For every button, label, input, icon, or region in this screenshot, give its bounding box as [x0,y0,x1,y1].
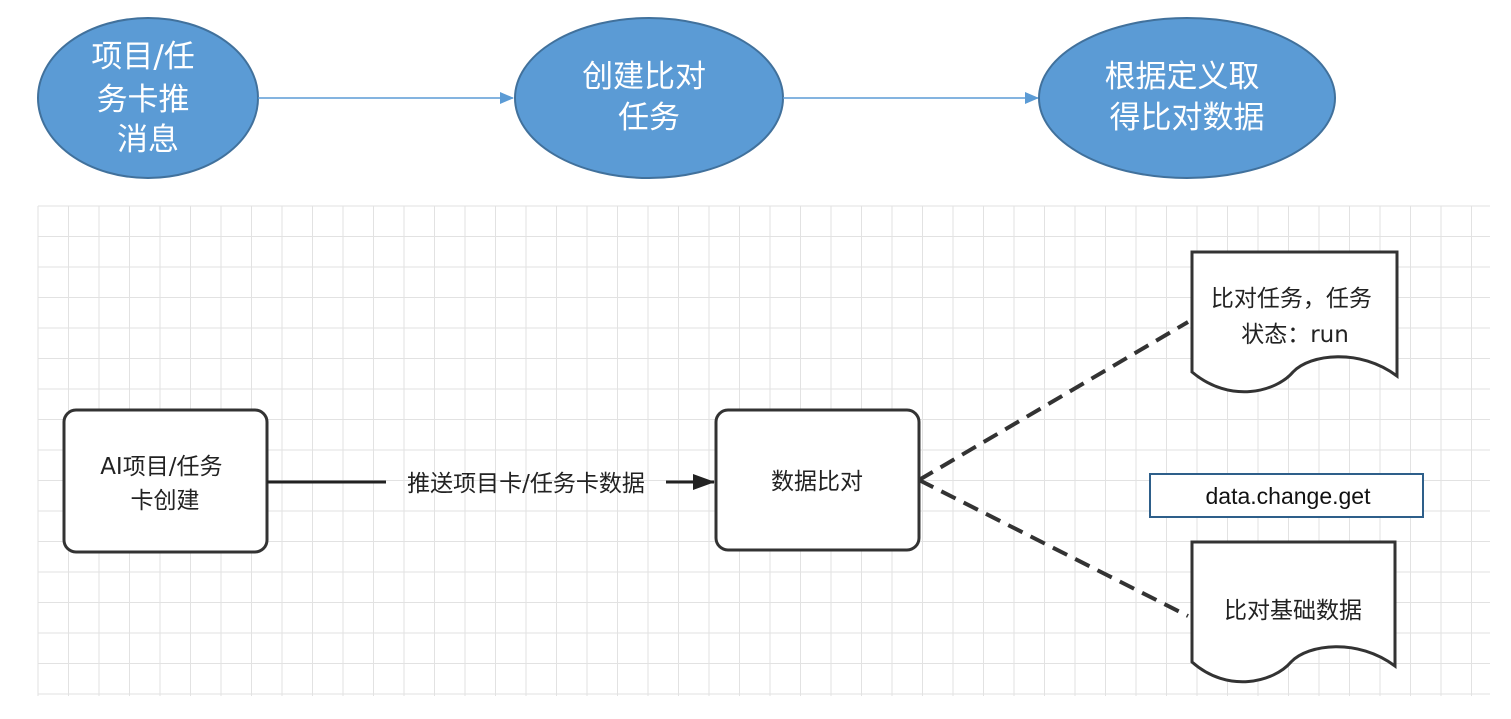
svg-text:根据定义取 得比对数据: 根据定义取 得比对数据 [1105,59,1270,136]
node-line: 卡创建 [131,488,200,514]
doc-compare-task[interactable]: 比对任务，任务 状态：run [1190,250,1399,394]
edge-dashed-to-base [918,478,1189,618]
svg-text:AI项目/任务 卡创建: AI项目/任务 卡创建 [100,454,230,514]
node-data-compare[interactable]: 数据比对 [714,408,921,552]
svg-text:比对任务，任务 状态：run: 比对任务，任务 状态：run [1211,286,1379,348]
edge-dashed-to-task [917,320,1190,482]
doc-line: 状态：run [1241,322,1349,348]
svg-text:项目/任 务卡推 消息: 项目/任 务卡推 消息 [91,39,204,158]
node-ai-card-create[interactable]: AI项目/任务 卡创建 [62,408,269,554]
top-step-line: 根据定义取 [1105,59,1260,95]
api-label: data.change.get [1206,483,1372,509]
top-step-line: 得比对数据 [1110,100,1265,136]
doc-compare-base[interactable]: 比对基础数据 [1190,540,1397,684]
top-step-fetch-data[interactable]: 根据定义取 得比对数据 [1038,17,1336,179]
top-step-line: 任务 [618,100,680,136]
top-step-line: 项目/任 [91,39,194,75]
doc-label: 比对基础数据 [1224,598,1362,624]
node-line: AI项目/任务 [100,454,222,480]
top-step-line: 消息 [117,122,179,158]
doc-line: 比对任务，任务 [1211,286,1372,312]
top-step-line: 创建比对 [582,59,706,95]
edge-label: 推送项目卡/任务卡数据 [407,471,645,497]
top-step-push-message[interactable]: 项目/任 务卡推 消息 [37,17,259,179]
api-label-box: data.change.get [1149,473,1424,518]
svg-text:创建比对 任务: 创建比对 任务 [582,59,716,136]
top-step-line: 务卡推 [97,82,190,118]
top-step-create-task[interactable]: 创建比对 任务 [514,17,784,179]
node-label: 数据比对 [771,469,863,495]
